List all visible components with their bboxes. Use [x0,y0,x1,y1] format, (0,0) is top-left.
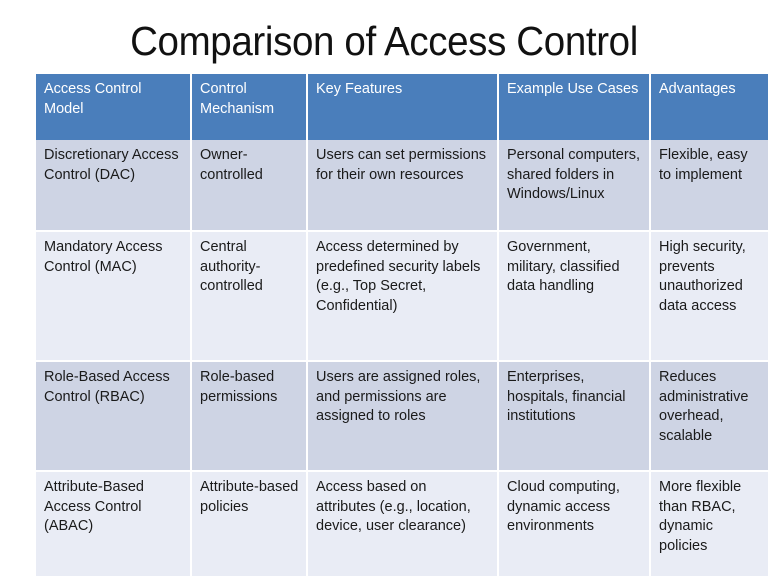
cell-features: Users can set permissions for their own … [307,140,499,232]
table-row: Role-Based Access Control (RBAC) Role-ba… [36,361,768,472]
cell-model: Role-Based Access Control (RBAC) [36,361,192,472]
cell-model: Attribute-Based Access Control (ABAC) [36,471,192,576]
cell-mechanism: Owner-controlled [191,140,308,232]
cell-features: Users are assigned roles, and permission… [307,361,499,472]
cell-mechanism: Attribute-based policies [191,471,308,576]
column-header-control-mechanism: Control Mechanism [191,74,308,140]
cell-features: Access based on attributes (e.g., locati… [307,471,499,576]
cell-features: Access determined by predefined security… [307,231,499,362]
cell-use-cases: Cloud computing, dynamic access environm… [498,471,651,576]
cell-advantages: Flexible, easy to implement [650,140,768,232]
table-row: Mandatory Access Control (MAC) Central a… [36,231,768,362]
cell-use-cases: Personal computers, shared folders in Wi… [498,140,651,232]
table-header-row: Access Control Model Control Mechanism K… [36,74,768,140]
comparison-table-container: Access Control Model Control Mechanism K… [36,74,768,576]
column-header-access-control-model: Access Control Model [36,74,192,140]
table-header: Access Control Model Control Mechanism K… [36,74,768,140]
cell-use-cases: Enterprises, hospitals, financial instit… [498,361,651,472]
cell-model: Mandatory Access Control (MAC) [36,231,192,362]
table-row: Discretionary Access Control (DAC) Owner… [36,140,768,232]
cell-use-cases: Government, military, classified data ha… [498,231,651,362]
column-header-example-use-cases: Example Use Cases [498,74,651,140]
table-row: Attribute-Based Access Control (ABAC) At… [36,471,768,576]
column-header-advantages: Advantages [650,74,768,140]
cell-mechanism: Central authority-controlled [191,231,308,362]
column-header-key-features: Key Features [307,74,499,140]
cell-advantages: High security, prevents unauthorized dat… [650,231,768,362]
comparison-table: Access Control Model Control Mechanism K… [36,74,768,576]
cell-mechanism: Role-based permissions [191,361,308,472]
page-title: Comparison of Access Control [130,18,638,64]
cell-model: Discretionary Access Control (DAC) [36,140,192,232]
cell-advantages: Reduces administrative overhead, scalabl… [650,361,768,472]
table-body: Discretionary Access Control (DAC) Owner… [36,140,768,576]
cell-advantages: More flexible than RBAC, dynamic policie… [650,471,768,576]
